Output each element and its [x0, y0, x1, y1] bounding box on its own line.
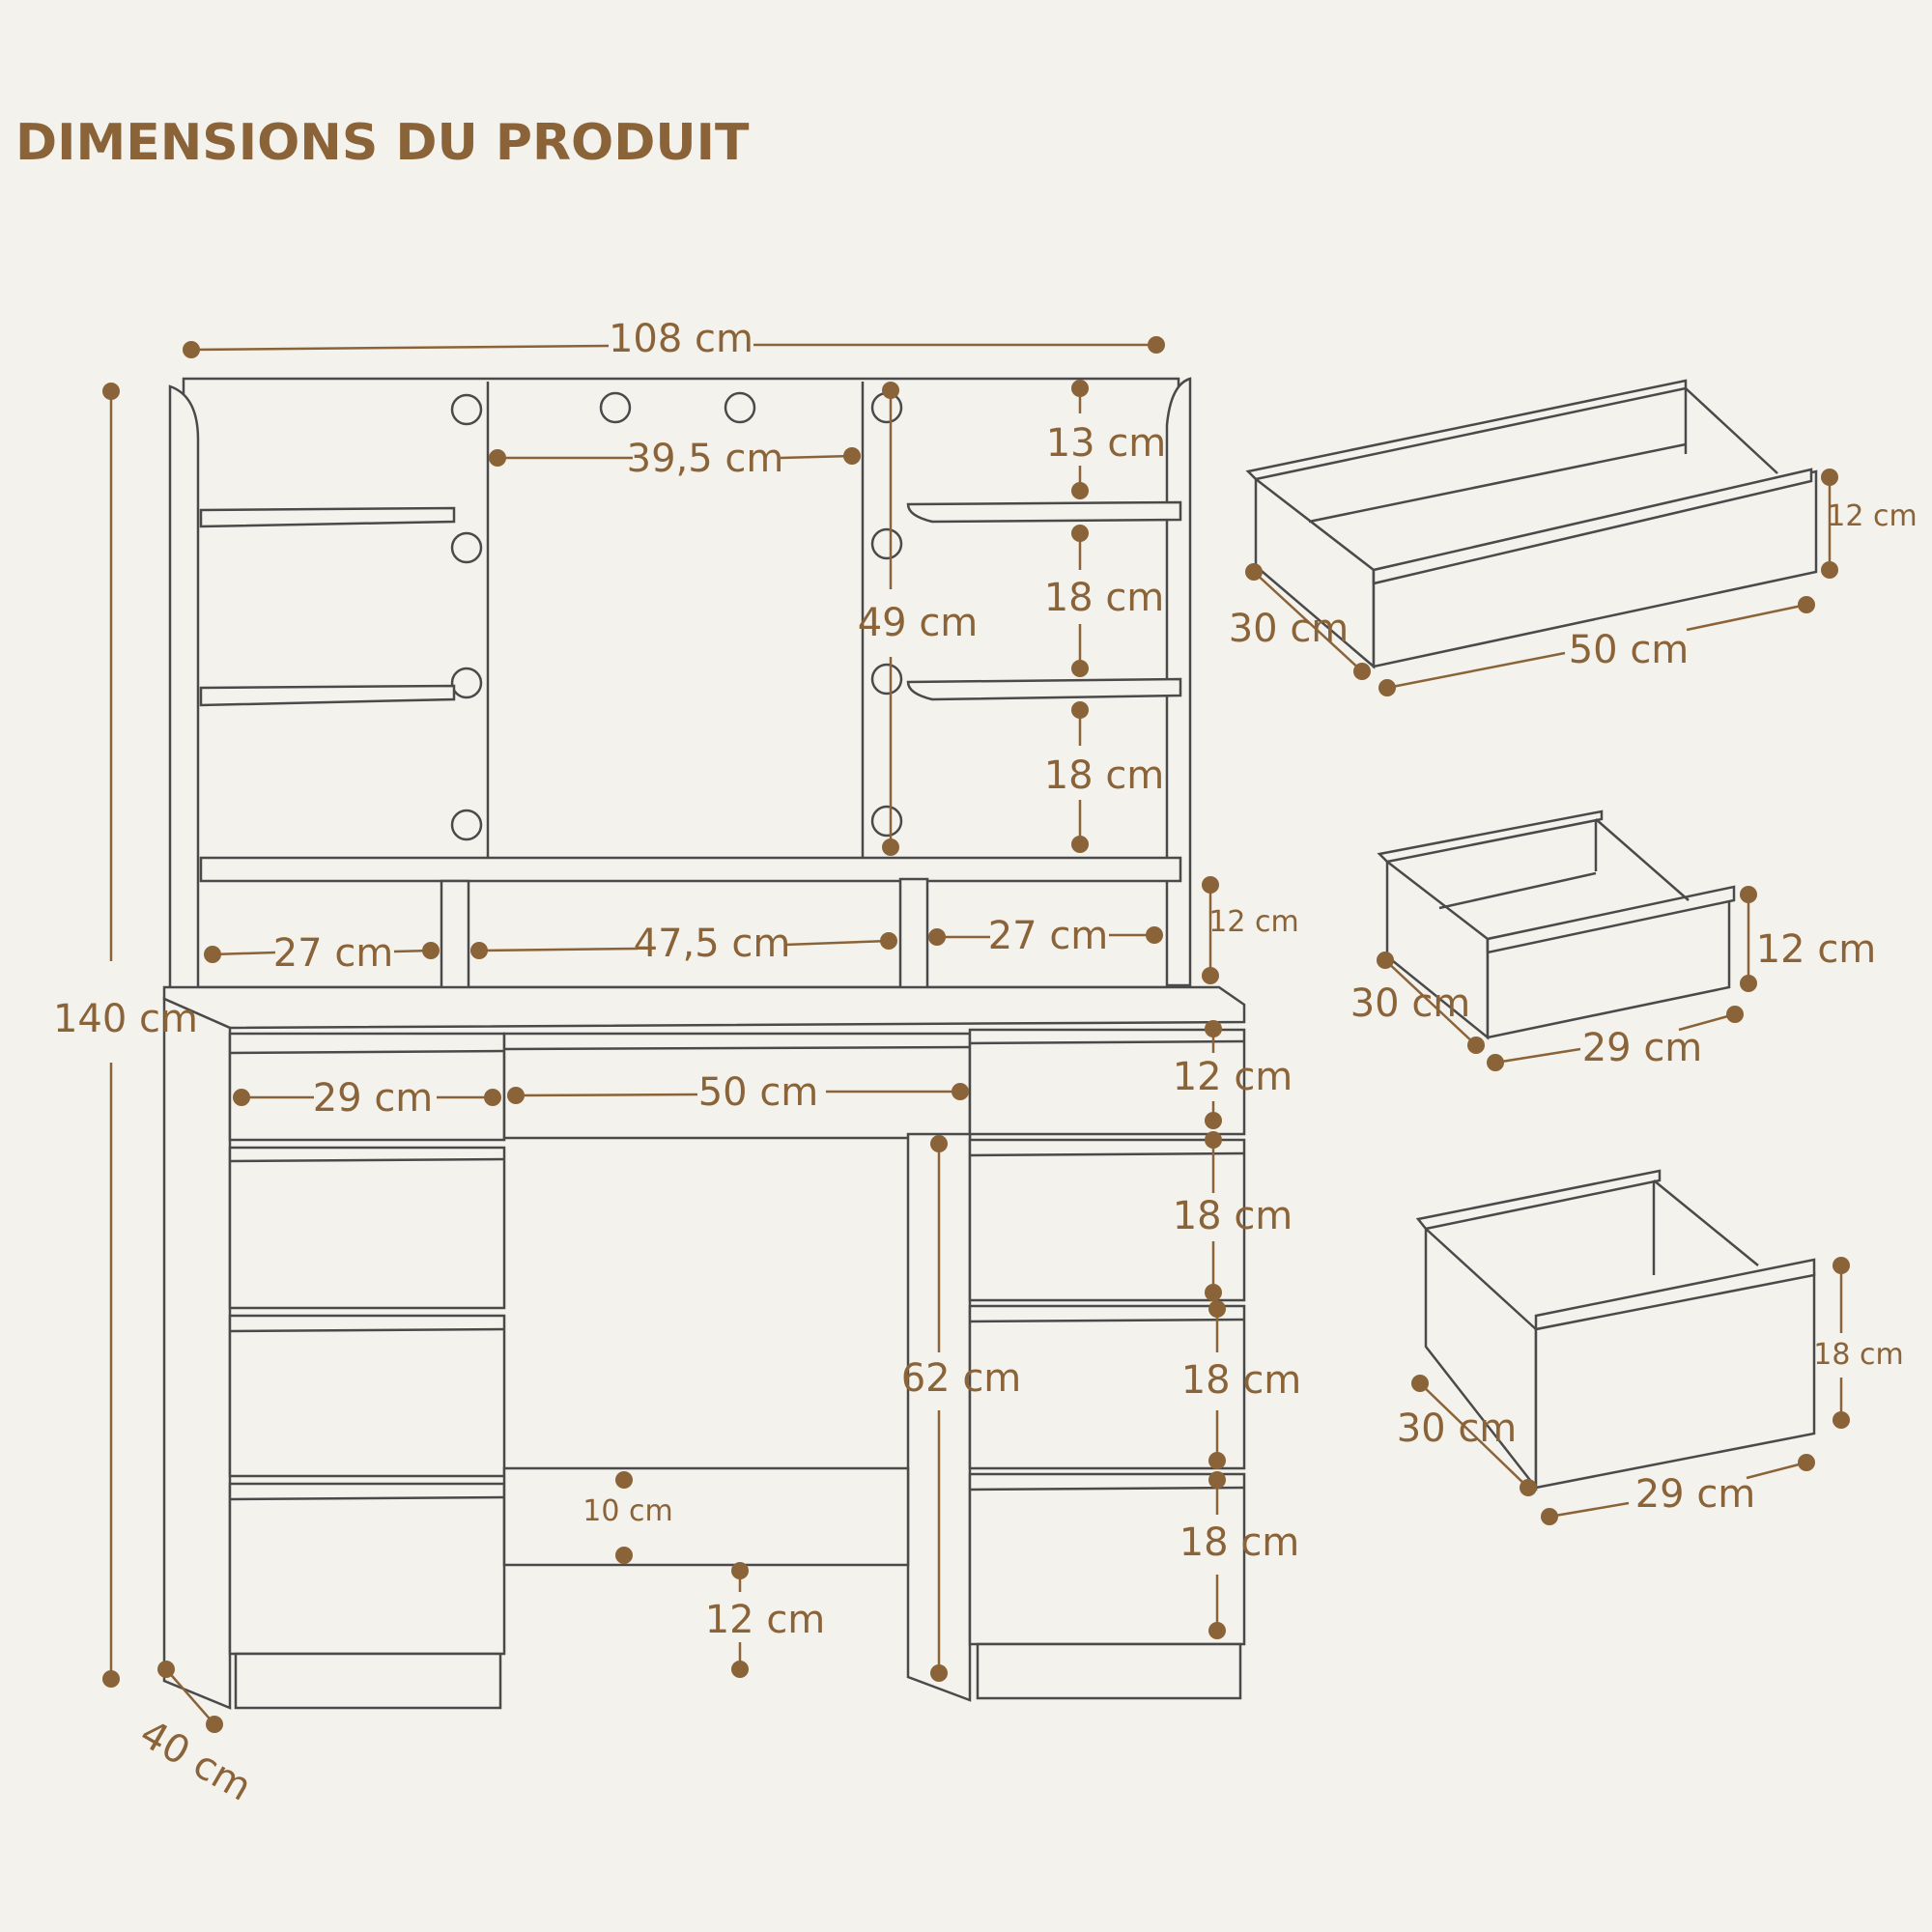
hutch-left-panel [168, 384, 200, 995]
drawer-line [229, 1157, 505, 1163]
drawer-1-width: 50 cm [1569, 628, 1690, 672]
drawer-detail-2 [1377, 810, 1757, 1071]
left-plinth [234, 1652, 502, 1710]
shelf-left-2 [199, 684, 456, 707]
drawer-3-height: 18 cm [1813, 1338, 1903, 1372]
dimension-lines [102, 336, 1226, 1733]
label-right-drawer-2: 18 cm [1173, 1194, 1293, 1238]
label-right-drawer-3: 18 cm [1181, 1358, 1302, 1403]
dimension-labels: 108 cm 140 cm 40 cm 39,5 cm 49 cm 13 cm … [53, 317, 1918, 1810]
drawer-3-width: 29 cm [1635, 1472, 1756, 1517]
drawer-detail-1 [1245, 379, 1838, 696]
drawer-1-depth: 30 cm [1229, 607, 1350, 651]
bulb-icon [724, 391, 756, 424]
drawer-2-height: 12 cm [1756, 927, 1877, 972]
cabinet-left-side [162, 997, 232, 1710]
drawer-line [503, 1045, 971, 1051]
right-drawer-4 [968, 1472, 1246, 1646]
left-drawer-3 [228, 1314, 506, 1478]
niche-divider-right [898, 877, 929, 991]
mirror-bulbs [450, 391, 903, 841]
niche-divider-left [440, 879, 470, 991]
label-left-drawer-width: 29 cm [313, 1076, 434, 1121]
label-total-height: 140 cm [53, 997, 198, 1041]
shelf-right-2 [906, 677, 1182, 701]
drawer-line [969, 1318, 1245, 1323]
label-depth: 40 cm [132, 1712, 259, 1810]
label-leg-height: 62 cm [901, 1356, 1022, 1401]
label-panel-gap: 12 cm [705, 1598, 826, 1642]
left-drawer-4 [228, 1482, 506, 1656]
label-right-niche: 27 cm [988, 914, 1109, 958]
left-drawer-2 [228, 1146, 506, 1310]
bulb-icon [870, 527, 903, 560]
bulb-icon [450, 531, 483, 564]
bulb-icon [870, 805, 903, 838]
shelf-left-1 [199, 506, 456, 528]
label-mirror-height: 49 cm [858, 601, 979, 645]
hutch-bottom-shelf [199, 856, 1182, 883]
drawer-2-depth: 30 cm [1350, 981, 1471, 1026]
bulb-icon [450, 809, 483, 841]
right-plinth [976, 1642, 1242, 1700]
vanity-drawing [162, 377, 1246, 1710]
desk-top [162, 985, 1246, 1030]
label-total-width: 108 cm [609, 317, 753, 361]
label-center-drawer-width: 50 cm [698, 1070, 819, 1115]
drawer-line [229, 1495, 505, 1501]
label-niche-height: 12 cm [1208, 905, 1298, 939]
label-left-niche: 27 cm [273, 931, 394, 976]
label-panel-height: 10 cm [582, 1494, 672, 1528]
right-drawer-3 [968, 1304, 1246, 1470]
drawer-line [229, 1049, 505, 1055]
drawer-line [229, 1327, 505, 1333]
right-drawer-1 [968, 1028, 1246, 1136]
label-shelf-gap-top: 13 cm [1046, 421, 1167, 466]
drawer-3-depth: 30 cm [1397, 1406, 1518, 1451]
bulb-icon [599, 391, 632, 424]
label-mirror-width: 39,5 cm [627, 437, 784, 481]
label-shelf-gap-mid: 18 cm [1044, 576, 1165, 620]
drawer-line [969, 1486, 1245, 1492]
label-shelf-gap-low: 18 cm [1044, 753, 1165, 798]
center-drawer [502, 1032, 972, 1140]
bulb-icon [450, 667, 483, 699]
shelf-right-1 [906, 500, 1182, 524]
drawer-line [969, 1039, 1245, 1045]
label-center-niche: 47,5 cm [634, 922, 791, 966]
page-title: DIMENSIONS DU PRODUIT [15, 114, 750, 172]
modesty-panel [502, 1466, 910, 1567]
bulb-icon [450, 393, 483, 426]
drawer-line [969, 1151, 1245, 1157]
drawer-2-width: 29 cm [1582, 1026, 1703, 1070]
right-drawer-2 [968, 1138, 1246, 1302]
drawer-1-height: 12 cm [1827, 499, 1917, 533]
drawer-detail-3 [1411, 1169, 1850, 1525]
bulb-icon [870, 663, 903, 696]
label-right-drawer-4: 18 cm [1179, 1520, 1300, 1565]
label-top-drawer-height: 12 cm [1173, 1055, 1293, 1099]
